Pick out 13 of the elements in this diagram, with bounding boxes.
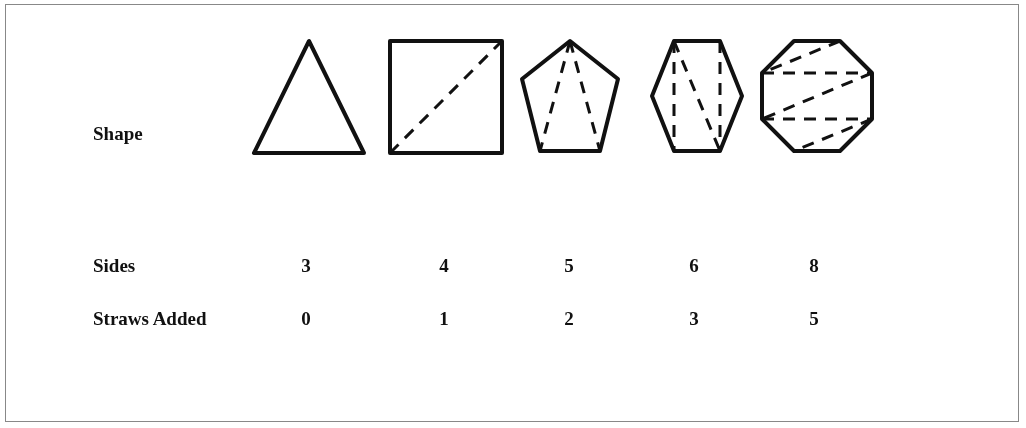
row-header: Sides [93,255,136,277]
table-value: 6 [689,255,699,277]
row-header: Shape [93,123,143,145]
table-value: 4 [439,255,449,277]
row-header: Straws Added [93,308,207,330]
table-value: 0 [301,308,311,330]
table-value: 3 [689,308,699,330]
table-value: 8 [809,255,819,277]
table-value: 2 [564,308,574,330]
table-value: 1 [439,308,449,330]
table-value: 3 [301,255,311,277]
table-value: 5 [564,255,574,277]
table-value: 5 [809,308,819,330]
